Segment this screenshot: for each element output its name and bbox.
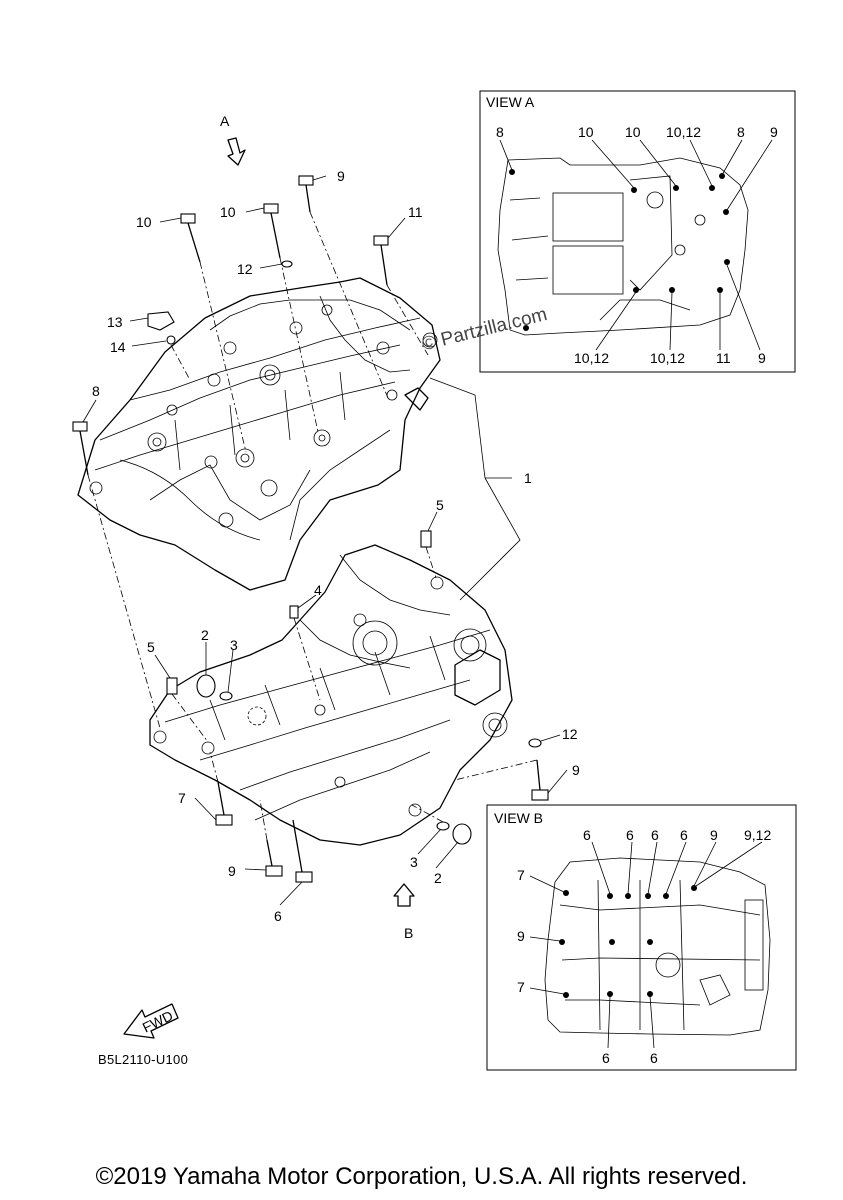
callout-2: 2 — [434, 870, 442, 886]
callout-5: 5 — [436, 497, 444, 513]
view-a-label-bottom: 10,12 — [650, 350, 685, 366]
callout-14: 14 — [110, 339, 126, 355]
callout-9: 9 — [337, 168, 345, 184]
view-arrow-label-b: B — [404, 925, 413, 941]
view-a-label-top: 8 — [737, 124, 745, 140]
view-b-inset: VIEW B 6 6 6 6 9 9,12 7 9 7 6 6 — [486, 804, 797, 1071]
view-a-inset: VIEW A 8 10 10 10,12 8 9 10,12 10,12 11 … — [479, 90, 796, 373]
callout-4: 4 — [314, 582, 322, 598]
callout-6: 6 — [274, 908, 282, 924]
view-b-label-bottom: 6 — [602, 1050, 610, 1066]
view-b-title: VIEW B — [494, 810, 543, 826]
view-b-label-left: 7 — [517, 979, 525, 995]
view-a-title: VIEW A — [486, 94, 535, 110]
fwd-arrow-icon — [123, 1003, 179, 1039]
lower-crankcase — [149, 544, 513, 846]
upper-crankcase — [77, 277, 441, 591]
main-callouts: 9 10 10 11 12 13 14 8 1 5 4 2 3 5 12 9 7… — [92, 113, 580, 1036]
view-arrow-b — [393, 883, 415, 907]
callout-12: 12 — [562, 726, 578, 742]
callout-1: 1 — [524, 470, 532, 486]
view-a-label-top: 9 — [770, 124, 778, 140]
callout-9: 9 — [572, 762, 580, 778]
callout-12: 12 — [237, 261, 253, 277]
view-a-label-bottom: 9 — [758, 350, 766, 366]
callout-3: 3 — [230, 637, 238, 653]
view-b-frame — [486, 804, 797, 1071]
callout-11: 11 — [408, 204, 423, 220]
view-a-label-bottom: 11 — [716, 350, 731, 366]
view-b-label-top: 9 — [710, 827, 718, 843]
view-arrow-label-a: A — [220, 113, 230, 129]
copyright-notice: ©2019 Yamaha Motor Corporation, U.S.A. A… — [95, 1163, 748, 1190]
assembly-lines — [87, 211, 538, 841]
view-b-label-top: 9,12 — [744, 827, 771, 843]
view-a-label-top: 10,12 — [666, 124, 701, 140]
callout-10: 10 — [220, 204, 236, 220]
fasteners — [72, 175, 549, 883]
leader-lines — [82, 175, 568, 906]
callout-13: 13 — [107, 314, 123, 330]
callout-9: 9 — [228, 863, 236, 879]
callout-10: 10 — [136, 214, 152, 230]
callout-3: 3 — [410, 854, 418, 870]
view-b-label-top: 6 — [626, 827, 634, 843]
view-a-label-top: 10 — [578, 124, 594, 140]
view-a-label-top: 8 — [496, 124, 504, 140]
callout-8: 8 — [92, 383, 100, 399]
view-b-label-top: 6 — [651, 827, 659, 843]
view-b-label-top: 6 — [680, 827, 688, 843]
view-b-label-left: 7 — [517, 867, 525, 883]
view-b-label-left: 9 — [517, 928, 525, 944]
view-a-label-top: 10 — [625, 124, 641, 140]
view-arrow-a — [227, 137, 246, 166]
view-b-label-top: 6 — [583, 827, 591, 843]
callout-7: 7 — [178, 790, 186, 806]
callout-5: 5 — [147, 639, 155, 655]
view-b-label-bottom: 6 — [650, 1050, 658, 1066]
view-a-label-bottom: 10,12 — [574, 350, 609, 366]
diagram-code: B5L2110-U100 — [98, 1052, 189, 1067]
view-a-frame — [479, 90, 796, 373]
fwd-label: FWD — [140, 1007, 176, 1035]
callout-2: 2 — [201, 627, 209, 643]
